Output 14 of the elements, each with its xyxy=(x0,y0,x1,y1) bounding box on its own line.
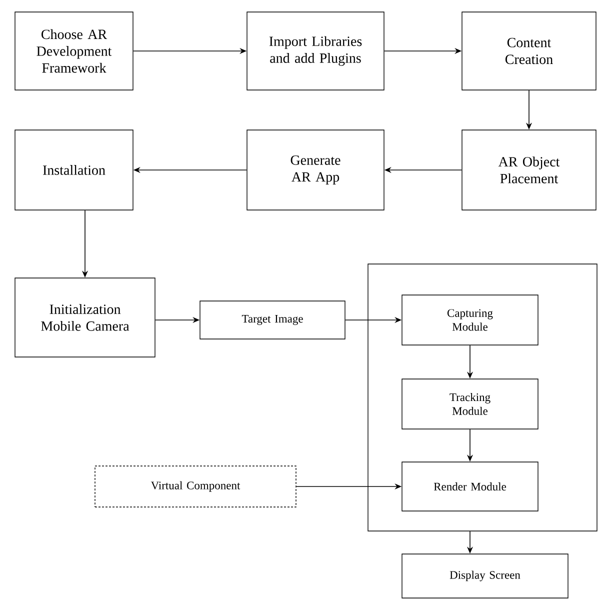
process-box: Content Creation xyxy=(462,12,596,90)
process-box: Target Image xyxy=(200,300,346,340)
process-box: Capturing Module xyxy=(402,294,538,346)
process-box: Import Libraries and add Plugins xyxy=(246,12,384,90)
process-box: Generate AR App xyxy=(246,130,384,210)
process-box: Choose AR Development Framework xyxy=(14,12,134,90)
process-box: Tracking Module xyxy=(402,378,538,430)
process-box: Display Screen xyxy=(402,554,568,598)
process-box: AR Object Placement xyxy=(462,130,596,210)
process-box: Installation xyxy=(14,130,134,210)
process-box: Render Module xyxy=(402,462,538,512)
dashed-box: Virtual Component xyxy=(94,466,296,508)
container-box xyxy=(368,264,598,532)
process-box: Initialization Mobile Camera xyxy=(14,278,156,358)
